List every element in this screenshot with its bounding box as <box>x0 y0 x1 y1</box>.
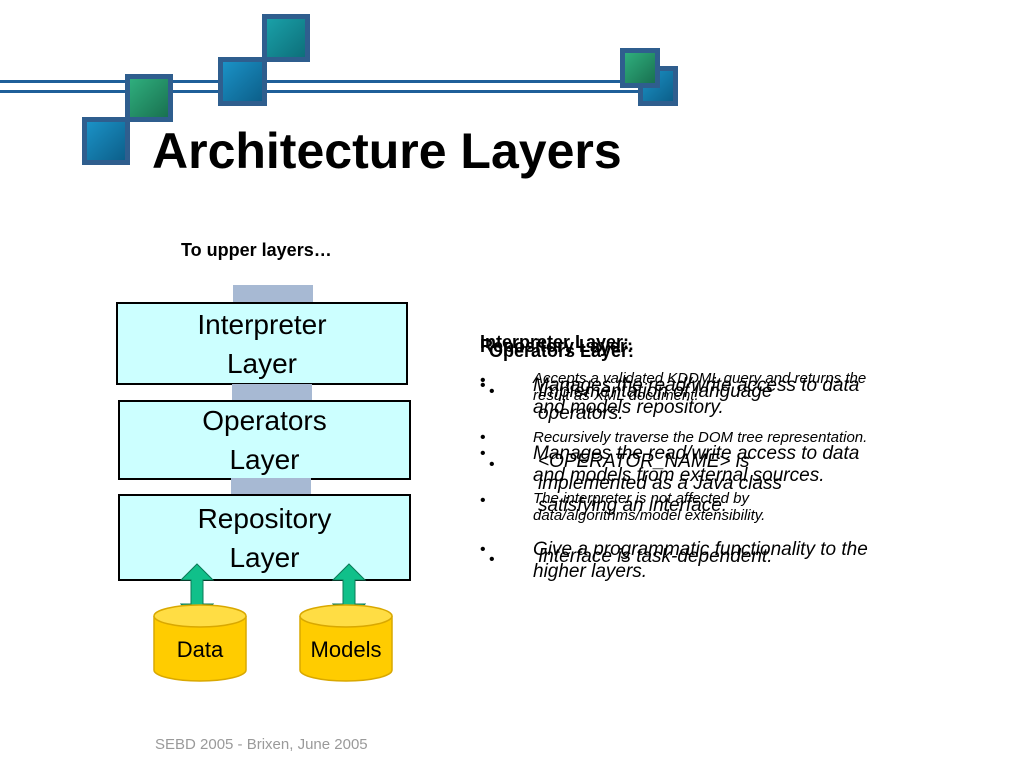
models-cylinder-icon <box>299 604 393 682</box>
operators-item: <OPERATOR_NAME> is implemented as a Java… <box>538 451 782 516</box>
header-line-top <box>0 80 676 83</box>
layer-label-line2: Layer <box>226 347 298 379</box>
operators-item: Implementation of language operators. <box>538 381 773 424</box>
interpreter-description: Interpreter Layer: • Accepts a validated… <box>480 332 900 524</box>
upper-layers-label: To upper layers… <box>181 240 332 260</box>
models-store-label: Models <box>310 637 382 662</box>
data-cylinder-icon <box>153 604 247 682</box>
bullet: • <box>480 377 486 394</box>
interpreter-layer-box: Interpreter Layer <box>116 302 408 385</box>
layer-label-line2: Layer <box>229 444 300 475</box>
operators-description: Operators Layer: • Implementation of lan… <box>480 341 900 568</box>
interpreter-item: Recursively traverse the DOM tree repres… <box>533 429 868 446</box>
operators-description-title: Operators Layer: <box>489 341 635 361</box>
decorative-square <box>125 74 173 122</box>
bullet: • <box>480 372 486 389</box>
connector-operators-repository <box>231 478 311 495</box>
bullet: • <box>480 541 486 558</box>
layer-label-line1: Repository <box>197 502 332 534</box>
slide-footer: SEBD 2005 - Brixen, June 2005 <box>155 736 368 753</box>
repository-layer-box: Repository Layer <box>118 494 411 581</box>
operators-item: Interface is task-dependent. <box>538 546 773 567</box>
data-store-label: Data <box>176 637 224 662</box>
repository-item: Manages the read/write access to data an… <box>533 375 860 418</box>
operators-layer-box: Operators Layer <box>118 400 411 480</box>
layer-label-line2: Layer <box>229 541 300 573</box>
bullet: • <box>480 445 486 462</box>
layer-label-line1: Interpreter <box>197 308 327 340</box>
connector-interpreter-operators <box>232 384 312 401</box>
decorative-square <box>620 48 660 88</box>
interpreter-item: Accepts a validated KDDML query and retu… <box>533 370 867 404</box>
header-line-bottom <box>0 90 676 93</box>
connector-top <box>233 285 313 302</box>
repository-description-title: Repository Layer: <box>480 336 634 356</box>
layer-label-line1: Operators <box>202 405 327 436</box>
interpreter-item: The interpreter is not affected by data/… <box>533 490 766 524</box>
bullet: • <box>489 456 495 473</box>
decorative-square <box>262 14 310 62</box>
repository-item: Give a programmatic functionality to the… <box>533 539 868 582</box>
decorative-square <box>82 117 130 165</box>
slide-title: Architecture Layers <box>152 123 622 179</box>
repository-item: Manages the read/write access to data an… <box>533 443 860 486</box>
bullet: • <box>480 492 486 509</box>
decorative-square <box>218 57 267 106</box>
interpreter-description-title: Interpreter Layer: <box>480 332 630 352</box>
bullet: • <box>480 429 486 446</box>
bullet: • <box>489 383 495 400</box>
bullet: • <box>489 551 495 568</box>
repository-description: Repository Layer: • Manages the read/wri… <box>480 336 900 582</box>
